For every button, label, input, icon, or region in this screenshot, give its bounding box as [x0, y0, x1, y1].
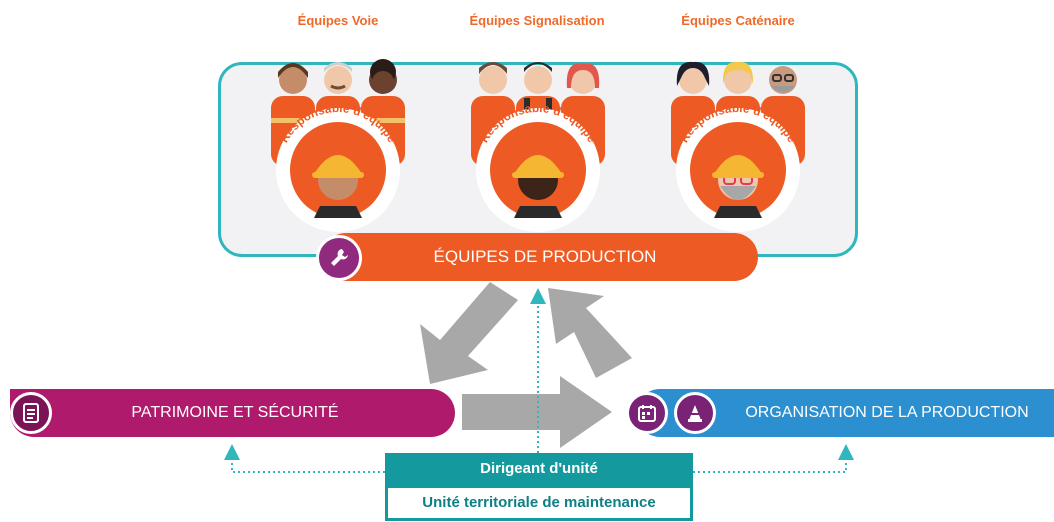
production-bar — [322, 233, 758, 281]
clipboard-icon — [10, 392, 52, 434]
dirigeant-box: Dirigeant d'unité — [385, 453, 693, 485]
organisation-label: ORGANISATION DE LA PRODUCTION — [745, 404, 1029, 421]
production-label: ÉQUIPES DE PRODUCTION — [433, 247, 657, 266]
patrimoine-label: PATRIMOINE ET SÉCURITÉ — [131, 404, 339, 421]
lead-catenaire — [676, 108, 800, 232]
lead-signalisation — [476, 108, 600, 232]
lead-voie — [276, 108, 400, 232]
team-title-signalisation: Équipes Signalisation — [469, 13, 605, 28]
team-title-catenaire: Équipes Caténaire — [681, 13, 795, 28]
arrow-organisation-to-production — [548, 288, 632, 378]
calendar-icon — [626, 392, 668, 434]
arrow-production-to-patrimoine — [420, 282, 518, 384]
wrench-icon — [316, 235, 362, 281]
patrimoine-bar — [10, 389, 455, 437]
unite-box: Unité territoriale de maintenance — [385, 485, 693, 521]
flow-arrows — [224, 282, 854, 473]
dotted-line-left — [224, 444, 385, 473]
team-title-voie: Équipes Voie — [297, 13, 379, 28]
teams-illustration: Responsable d'équipe Responsable d'équip… — [271, 59, 805, 232]
traffic-cone-icon — [674, 392, 716, 434]
dotted-line-right — [693, 444, 854, 473]
